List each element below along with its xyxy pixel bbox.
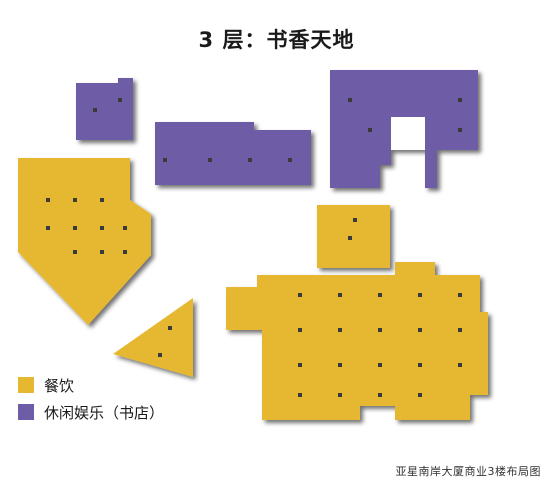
pillar-7 [73, 250, 77, 254]
pillar-28 [338, 393, 342, 397]
pillar-34 [208, 158, 212, 162]
pillar-35 [248, 158, 252, 162]
pillar-15 [418, 293, 422, 297]
pillar-23 [338, 363, 342, 367]
pillar-37 [348, 98, 352, 102]
legend-label-dining: 餐饮 [44, 376, 75, 395]
pillar-26 [458, 363, 462, 367]
pillar-25 [418, 363, 422, 367]
leisure-block-middle [155, 122, 311, 185]
pillar-31 [348, 236, 352, 240]
pillar-24 [378, 363, 382, 367]
dining-block-large [226, 262, 488, 420]
legend-item-leisure: 休闲娱乐（书店） [18, 402, 164, 422]
pillar-16 [458, 293, 462, 297]
legend-label-leisure: 休闲娱乐（书店） [44, 403, 165, 422]
pillar-9 [123, 250, 127, 254]
pillar-29 [378, 393, 382, 397]
dining-block-triangle [113, 298, 193, 377]
legend-item-dining: 餐饮 [18, 375, 74, 395]
pillar-22 [298, 363, 302, 367]
dining-block-left [18, 158, 151, 325]
pillar-2 [100, 198, 104, 202]
pillar-33 [163, 158, 167, 162]
leisure-swatch [18, 404, 34, 420]
pillar-6 [123, 226, 127, 230]
pillar-30 [418, 393, 422, 397]
pillar-21 [458, 328, 462, 332]
pillar-5 [100, 226, 104, 230]
structural-pillars [46, 98, 462, 397]
pillar-19 [378, 328, 382, 332]
leisure-courtyard-void [391, 117, 425, 150]
pillar-20 [418, 328, 422, 332]
pillar-38 [368, 128, 372, 132]
dining-block-small-square [317, 205, 390, 268]
pillar-0 [46, 198, 50, 202]
pillar-41 [93, 108, 97, 112]
pillar-27 [298, 393, 302, 397]
pillar-1 [73, 198, 77, 202]
pillar-17 [298, 328, 302, 332]
pillar-10 [168, 326, 172, 330]
pillar-11 [158, 353, 162, 357]
pillar-36 [288, 158, 292, 162]
pillar-18 [338, 328, 342, 332]
pillar-39 [458, 98, 462, 102]
leisure-block-top-left [76, 78, 133, 140]
pillar-8 [100, 250, 104, 254]
pillar-4 [73, 226, 77, 230]
pillar-40 [458, 128, 462, 132]
pillar-14 [378, 293, 382, 297]
pillar-32 [353, 218, 357, 222]
pillar-3 [46, 226, 50, 230]
pillar-42 [118, 98, 122, 102]
pillar-12 [298, 293, 302, 297]
pillar-13 [338, 293, 342, 297]
floor-title: 3 层：书香天地 [198, 28, 355, 52]
dining-swatch [18, 377, 34, 393]
plan-caption: 亚星南岸大厦商业3楼布局图 [395, 465, 541, 478]
